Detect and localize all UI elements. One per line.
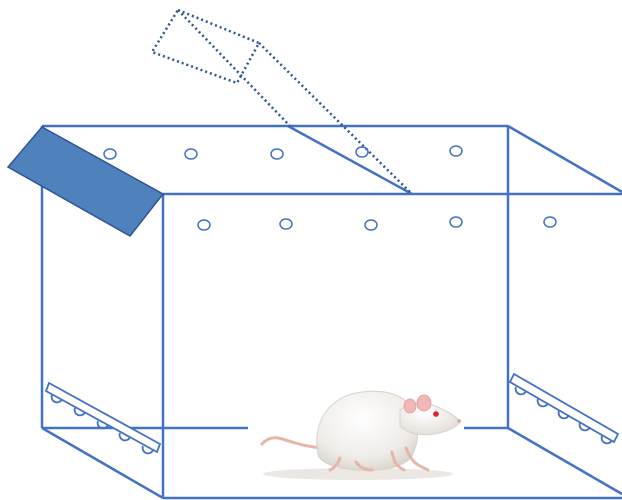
- rat-tail: [262, 438, 322, 448]
- air-hole: [271, 149, 283, 159]
- right-top-edge: [508, 126, 622, 192]
- rat-body: [317, 391, 418, 470]
- rat-eye: [433, 411, 439, 417]
- air-hole: [198, 220, 210, 230]
- vent-grille-right: [510, 374, 618, 443]
- dotted-lid-arm-right: [178, 10, 290, 126]
- air-hole: [450, 217, 462, 227]
- air-hole: [544, 217, 556, 227]
- right-bottom-edge: [508, 428, 622, 494]
- rat-nose: [457, 419, 461, 423]
- rat-ear-back: [404, 399, 416, 413]
- vent-bar: [510, 374, 618, 442]
- air-hole: [365, 220, 377, 230]
- back-air-holes: [104, 146, 462, 159]
- air-hole: [280, 219, 292, 229]
- vent-grille-left: [46, 383, 160, 453]
- air-hole: [450, 146, 462, 156]
- dotted-open-lid: [152, 10, 412, 194]
- front-air-holes: [198, 217, 556, 230]
- air-hole: [104, 149, 116, 159]
- air-hole: [185, 149, 197, 159]
- rat-ear-front: [417, 395, 431, 411]
- air-hole: [356, 147, 368, 157]
- back-to-front-diagonal: [288, 126, 412, 194]
- rat-figure: [262, 391, 461, 480]
- lid-flap: [8, 127, 163, 236]
- dotted-lid-panel: [152, 10, 259, 83]
